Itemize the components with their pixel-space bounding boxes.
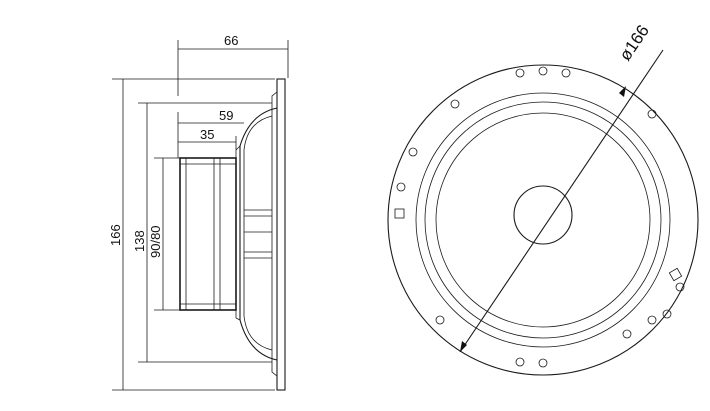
mounting-hole (647, 109, 657, 119)
dimension-59-label: 59 (219, 108, 233, 123)
speaker-basket-profile (235, 107, 278, 361)
dimension-depth-basket: 59 (177, 108, 244, 158)
terminal-square (394, 208, 405, 219)
mounting-hole (538, 358, 548, 368)
arrowhead (460, 341, 467, 352)
dimension-height-magnet: 90/80 (148, 157, 180, 311)
mounting-hole (675, 282, 685, 292)
dimension-138-label: 138 (132, 230, 147, 252)
dimension-166-label: 166 (108, 224, 123, 246)
dimension-diameter-label: ø166 (616, 21, 653, 64)
dimension-66-label: 66 (224, 33, 238, 48)
dimension-35-label: 35 (200, 127, 214, 142)
surround-inner-circle (435, 112, 651, 328)
mounting-hole (435, 315, 445, 325)
surround-outer-circle (424, 101, 662, 339)
side-view: 66 59 35 166 138 (108, 33, 289, 391)
mounting-hole (561, 68, 571, 78)
mounting-hole (622, 329, 632, 339)
mounting-hole (538, 66, 548, 76)
spider-lines (244, 209, 272, 259)
terminal-square (668, 267, 683, 282)
dimension-90-80-label: 90/80 (148, 225, 163, 258)
diameter-dimension: ø166 (459, 21, 664, 353)
front-view: ø166 (387, 21, 699, 376)
mounting-hole (396, 182, 406, 192)
mounting-flange (271, 78, 286, 391)
dimension-depth-magnet: 35 (178, 127, 237, 150)
mounting-holes (396, 66, 685, 368)
mounting-hole (515, 357, 525, 367)
dimension-depth-total: 66 (177, 33, 289, 96)
mounting-hole (408, 147, 418, 157)
dust-cap-circle (513, 185, 573, 245)
dimension-height-total: 166 (108, 78, 275, 391)
flange-inner-circle (415, 92, 671, 348)
mounting-hole (450, 99, 460, 109)
mounting-hole (515, 68, 525, 78)
outer-frame-circle (387, 64, 699, 376)
mounting-hole (647, 315, 657, 325)
magnet-assembly (179, 157, 237, 311)
mounting-hole (662, 309, 672, 319)
arrowhead (619, 86, 626, 97)
dimension-height-cone: 138 (132, 102, 272, 363)
